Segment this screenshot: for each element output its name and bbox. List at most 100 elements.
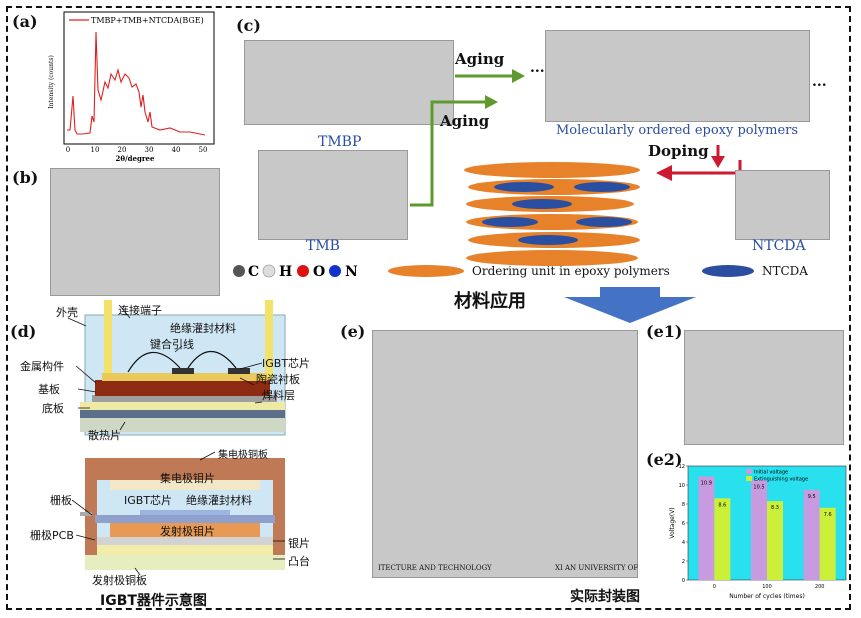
legend-swatch [746,469,752,474]
panel-label-e: (e) [340,322,366,341]
aging-label-1: Aging [455,50,505,68]
outer-dashed-frame [6,6,851,610]
label-collector-mo: 集电极钼片 [160,472,215,485]
label-gate-pcb: 栅极PCB [30,529,74,542]
tmbp-molecule-render [244,40,454,125]
label-ceramic: 陶瓷衬板 [256,373,300,386]
svg-text:C: C [248,264,259,280]
bar-value-label: 10.9 [701,480,712,486]
legend-ordering-unit: Ordering unit in epoxy polymers [472,264,670,278]
panel-label-e1: (e1) [646,322,683,341]
xrd-tick-50: 50 [199,146,208,154]
polymer-label: Molecularly ordered epoxy polymers [556,123,799,138]
x-tick-label: 0 [713,584,716,590]
legend-ntcda: NTCDA [762,264,808,278]
legend-entry: Initial voltage [754,470,788,476]
xrd-pattern-line [67,31,206,136]
svg-text:H: H [279,264,292,280]
bar-extinguishing-0 [714,498,731,580]
xrd-plot: TMBP+TMB+NTCDA(BGE) 0 10 20 30 40 50 2θ/… [48,11,215,163]
test-setup-photo [684,330,844,445]
bar-value-label: 8.3 [771,505,779,511]
label-gate: 栅板 [50,494,72,507]
legend-entry: Extinguishing voltage [754,477,808,483]
xrd-tick-30: 30 [145,146,154,154]
tmb-label: TMB [306,238,340,254]
label-chip-top: IGBT芯片 [262,357,311,370]
xrd-tick-10: 10 [91,146,100,154]
bar-value-label: 8.6 [718,502,726,508]
chain-dots-left: ... [530,60,545,76]
panel-label-c: (c) [236,16,261,35]
ordering-unit-swatch [388,265,464,277]
label-substrate: 基板 [38,383,60,396]
atom-legend: C H O N [233,264,358,280]
atom-c-ball [233,265,245,277]
xrd-legend: TMBP+TMB+NTCDA(BGE) [91,16,204,25]
label-emitter-mo: 发射极钼片 [160,525,215,538]
xrd-tick-40: 40 [172,146,181,154]
chart-xlabel: Number of cycles (times) [729,593,805,600]
label-terminal: 连接端子 [118,304,162,317]
label-shell: 外壳 [56,306,78,319]
chart-ylabel: Voltage(V) [669,507,676,538]
y-tick-label: 4 [682,540,685,546]
panel-label-a: (a) [12,12,38,31]
igbt-caption: IGBT器件示意图 [100,593,207,609]
y-tick-label: 8 [682,502,685,508]
doping-label: Doping [648,142,709,160]
bar-extinguishing-200 [819,507,836,580]
tmb-molecule-render [258,150,408,240]
encapsulated-igbt-photo [372,330,638,578]
svg-text:O: O [313,264,325,280]
y-tick-label: 10 [679,483,685,489]
bar-value-label: 7.6 [824,512,832,518]
xrd-tick-0: 0 [66,146,70,154]
ntcda-molecule-render [735,170,830,240]
chain-dots-right: ... [812,74,827,90]
application-label: 材料应用 [454,291,526,312]
label-baseplate: 底板 [42,402,64,415]
atom-o-ball [297,265,309,277]
panel-label-d: (d) [10,322,37,341]
atom-h-ball [262,264,276,278]
y-tick-label: 6 [682,521,685,527]
label-encap-bottom: 绝缘灌封材料 [186,494,252,507]
ordered-stack-diagram [464,162,640,266]
label-boss: 凸台 [288,555,310,568]
svg-text:N: N [345,264,358,280]
x-tick-label: 100 [762,584,772,590]
bar-extinguishing-100 [767,501,783,580]
ntcda-swatch [702,265,754,277]
y-tick-label: 2 [682,559,685,565]
bar-initial-200 [803,489,820,580]
photo-banner-right: XI AN UNIVERSITY OF [555,564,639,572]
xrd-tick-20: 20 [118,146,127,154]
xrd-xlabel: 2θ/degree [116,154,155,163]
panel-label-e2: (e2) [646,450,683,469]
ntcda-label: NTCDA [752,238,806,254]
bar-value-label: 10.5 [753,484,764,490]
y-tick-label: 12 [679,464,685,470]
label-metal: 金属构件 [20,360,64,373]
photo-banner-left: ITECTURE AND TECHNOLOGY [378,564,492,572]
label-bondwire: 键合引线 [150,338,194,351]
label-heatsink: 散热片 [88,429,121,442]
label-emitter-plate: 发射极铜板 [92,574,147,587]
application-arrow [564,287,696,323]
legend-swatch [746,476,752,481]
label-encap-top: 绝缘灌封材料 [170,322,236,335]
label-silver: 银片 [288,537,310,550]
aging-label-2: Aging [440,112,490,130]
diffraction-rings-image [50,168,220,296]
xrd-ylabel: Intensity (counts) [48,55,55,109]
photo-caption: 实际封装图 [570,589,640,605]
atom-n-ball [329,265,341,277]
bar-value-label: 9.5 [808,494,816,500]
voltage-bar-chart: Voltage(V) Number of cycles (times) 0 2 4 6… [669,464,847,600]
y-tick-label: 0 [682,578,685,584]
panel-label-b: (b) [12,168,39,187]
label-collector-plate: 集电极铜板 [218,450,268,461]
